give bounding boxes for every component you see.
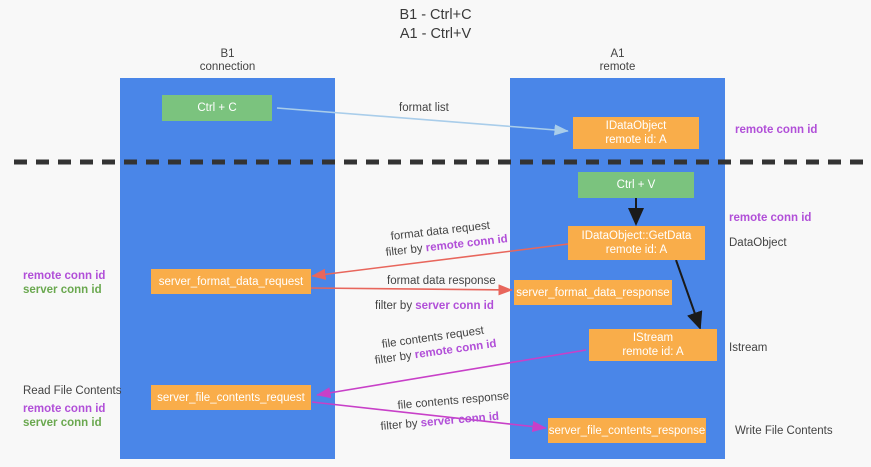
node-server-format-data-response[interactable]: server_format_data_response [514,280,672,305]
arrow-format-data-response [309,284,513,296]
node-server-format-data-request[interactable]: server_format_data_request [151,269,311,294]
node-ctrl-c[interactable]: Ctrl + C [162,95,272,121]
right-label-dataobject: DataObject [729,237,787,249]
filter-prefix: filter by [374,349,416,367]
edge-label-format-data-response-filter: filter by server conn id [375,299,494,313]
filter-key-server-conn-id: server conn id [420,410,500,430]
left-label-read-remote-conn-id: remote conn id [23,403,106,415]
node-ctrl-v[interactable]: Ctrl + V [578,172,694,198]
edge-label-format-data-response: format data response [387,275,496,287]
right-label-istream: Istream [729,342,768,354]
column-header-b1: B1 connection [199,48,256,73]
filter-prefix: filter by [375,300,416,312]
left-label-remote-conn-id: remote conn id [23,270,106,282]
filter-prefix: filter by [385,242,427,259]
node-server-file-contents-request[interactable]: server_file_contents_request [151,385,311,410]
node-istream[interactable]: IStream remote id: A [589,329,717,361]
node-idataobject-getdata[interactable]: IDataObject::GetData remote id: A [568,226,705,260]
filter-prefix: filter by [380,417,422,433]
left-label-server-conn-id: server conn id [23,284,102,296]
edge-label-file-contents-response-filter: filter by server conn id [380,410,500,434]
edge-label-format-list: format list [399,102,449,114]
node-server-file-contents-response[interactable]: server_file_contents_response [548,418,706,443]
left-label-read-server-conn-id: server conn id [23,417,102,429]
node-idataobject[interactable]: IDataObject remote id: A [573,117,699,149]
filter-key-server-conn-id: server conn id [415,300,494,312]
diagram-title: B1 - Ctrl+C A1 - Ctrl+V [399,7,472,42]
right-label-remote-conn-id-mid: remote conn id [729,212,812,224]
column-header-a1: A1 remote [599,48,636,73]
right-label-remote-conn-id-top: remote conn id [735,124,818,136]
left-label-read-file-contents: Read File Contents [23,385,122,397]
right-label-write-file-contents: Write File Contents [735,425,833,437]
